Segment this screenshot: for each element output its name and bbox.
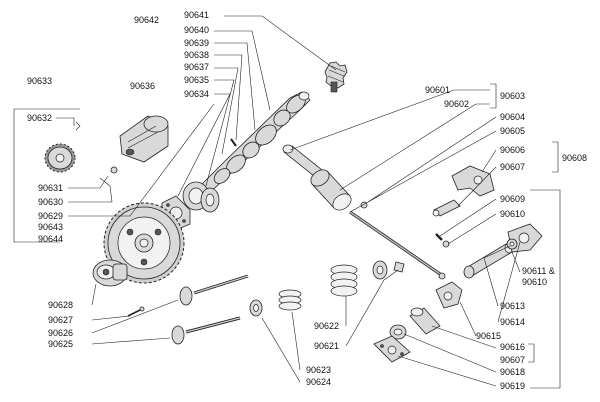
part-label-90632: 90632 (27, 113, 53, 123)
part-label-90618: 90618 (500, 367, 526, 377)
exhaust-valve-part (171, 316, 241, 345)
bushing-part (409, 307, 441, 335)
part-label-90641: 90641 (184, 10, 210, 20)
valve-key-part (127, 306, 145, 317)
pump-body-part (119, 115, 169, 163)
part-label-90604: 90604 (500, 112, 526, 122)
part-label-90615: 90615 (476, 331, 502, 341)
valve-cotter-part (393, 261, 405, 273)
mount-bracket-part (373, 335, 411, 363)
rocker-shaft-part (463, 242, 514, 279)
part-label-90621: 90621 (314, 341, 340, 351)
rocker-bush-part (432, 199, 461, 217)
part-label-90631: 90631 (38, 183, 64, 193)
part-label-90629: 90629 (38, 211, 64, 221)
part-label-90603: 90603 (500, 91, 526, 101)
part-label-90601: 90601 (425, 85, 451, 95)
part-label-90642: 90642 (134, 15, 160, 25)
part-label-90634: 90634 (184, 89, 210, 99)
part-label-90606: 90606 (500, 145, 526, 155)
part-label-90605: 90605 (500, 126, 526, 136)
part-label-90627: 90627 (48, 315, 74, 325)
pump-gear-part (44, 143, 76, 173)
part-label-90626: 90626 (48, 328, 74, 338)
spacer-part (389, 324, 407, 340)
spring-cap-part (372, 260, 388, 280)
part-label-90643: 90643 (38, 222, 64, 232)
part-label-90610-b: 90610 (522, 277, 548, 287)
part-label-90611: 90611 & (522, 266, 555, 276)
outer-valve-spring-part (330, 264, 358, 297)
part-label-90623: 90623 (306, 365, 332, 375)
part-label-90628: 90628 (48, 300, 74, 310)
rocker-spring-part (435, 281, 463, 309)
camshaft-bearing-part (182, 181, 220, 213)
part-label-90608: 90608 (562, 153, 588, 163)
part-label-90630: 90630 (38, 197, 64, 207)
part-label-90619: 90619 (500, 381, 526, 391)
tappet-part (310, 169, 352, 211)
part-label-90614: 90614 (500, 317, 526, 327)
spring-seat-part (249, 299, 263, 317)
timing-gear-part (103, 202, 185, 284)
drive-gear-part (324, 61, 348, 93)
rocker-arm-part (451, 165, 495, 197)
part-label-90638: 90638 (184, 50, 210, 60)
adjusting-screw-part (435, 233, 450, 248)
leader-lines (13, 15, 561, 389)
part-label-90607: 90607 (500, 162, 526, 172)
part-label-90616: 90616 (500, 342, 526, 352)
part-label-90602: 90602 (444, 99, 470, 109)
part-label-90625: 90625 (48, 339, 74, 349)
intake-valve-part (179, 274, 249, 306)
cotter-pin-part (99, 166, 118, 187)
part-label-90610: 90610 (500, 209, 526, 219)
part-label-90635: 90635 (184, 75, 210, 85)
part-label-90640: 90640 (184, 25, 210, 35)
rocker-support-part (506, 223, 543, 253)
part-label-90609: 90609 (500, 194, 526, 204)
inner-valve-spring-part (278, 289, 302, 311)
key-pin-part (75, 121, 81, 131)
camshaft-part (195, 91, 311, 197)
part-label-90633: 90633 (27, 76, 53, 86)
part-label-90644: 90644 (38, 234, 64, 244)
push-rod-part (349, 210, 446, 280)
part-label-90613: 90613 (500, 301, 526, 311)
part-label-90607-b: 90607 (500, 355, 526, 365)
part-label-90622: 90622 (314, 321, 340, 331)
part-label-90639: 90639 (184, 38, 210, 48)
pin-part (230, 138, 237, 147)
crank-pulley-part (92, 259, 128, 287)
part-label-90636: 90636 (130, 81, 156, 91)
part-label-90637: 90637 (184, 62, 210, 72)
part-label-90624: 90624 (306, 377, 332, 387)
